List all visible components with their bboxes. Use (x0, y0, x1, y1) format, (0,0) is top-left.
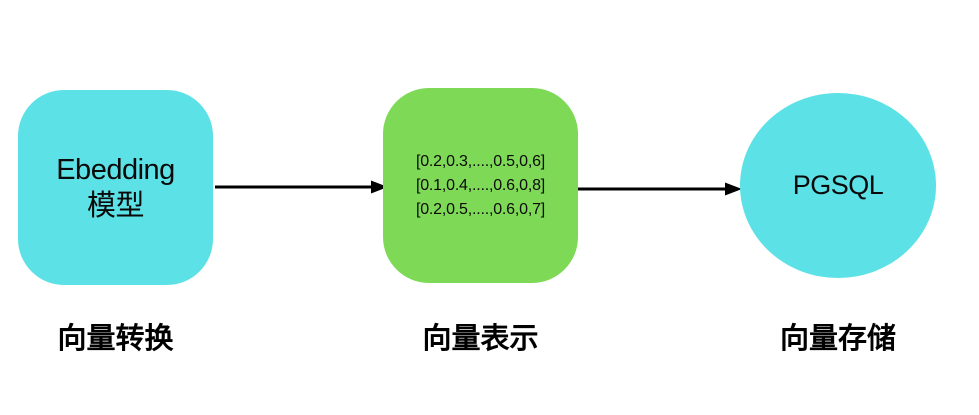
vector-row-2: [0.1,0.4,....,0.6,0,8] (415, 176, 546, 194)
caption-vector-storage: 向量存储 (779, 323, 896, 355)
caption-vector-representation: 向量表示 (422, 323, 539, 355)
vector-row-3: [0.2,0.5,....,0.6,0,7] (415, 200, 546, 218)
node-embedding-model: Ebedding 模型 (18, 90, 213, 285)
embedding-model-line1: Ebedding (56, 153, 175, 186)
embedding-model-line2: 模型 (86, 189, 145, 222)
arrow-vectors-to-pgsql (578, 182, 742, 196)
embedding-model-label: Ebedding 模型 (56, 152, 175, 224)
caption-vector-conversion: 向量转换 (57, 323, 174, 355)
node-pgsql-storage: PGSQL (740, 93, 936, 278)
vector-row-1: [0.2,0.3,....,0.5,0,6] (415, 152, 546, 170)
node-vector-representation: [0.2,0.3,....,0.5,0,6] [0.1,0.4,....,0.6… (383, 88, 578, 283)
pgsql-label: PGSQL (792, 170, 884, 200)
arrow-embedding-to-vectors (215, 180, 388, 194)
vector-values: [0.2,0.3,....,0.5,0,6] [0.1,0.4,....,0.6… (416, 150, 545, 222)
